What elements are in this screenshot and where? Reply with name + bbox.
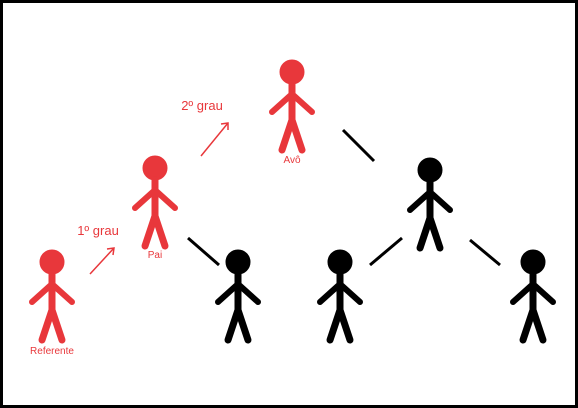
label-grau-2: 2º grau	[181, 98, 223, 113]
connector-pai-irmao	[187, 236, 220, 267]
arrow-grau-1	[89, 247, 115, 275]
connector-avo-tio	[341, 128, 376, 163]
person-primo-2	[513, 250, 553, 340]
label-avo: Avô	[283, 155, 300, 166]
arrow-grau-2	[200, 122, 229, 157]
label-grau-1: 1º grau	[77, 223, 119, 238]
connector-tio-primo-2	[469, 238, 501, 267]
person-pai	[135, 156, 175, 246]
person-tio	[410, 158, 450, 248]
person-referente	[32, 250, 72, 340]
person-irmao	[218, 250, 258, 340]
person-primo-1	[320, 250, 360, 340]
label-pai: Pai	[148, 250, 162, 261]
label-referente: Referente	[30, 346, 74, 357]
person-avo	[272, 60, 312, 150]
connector-tio-primo-1	[369, 236, 403, 267]
